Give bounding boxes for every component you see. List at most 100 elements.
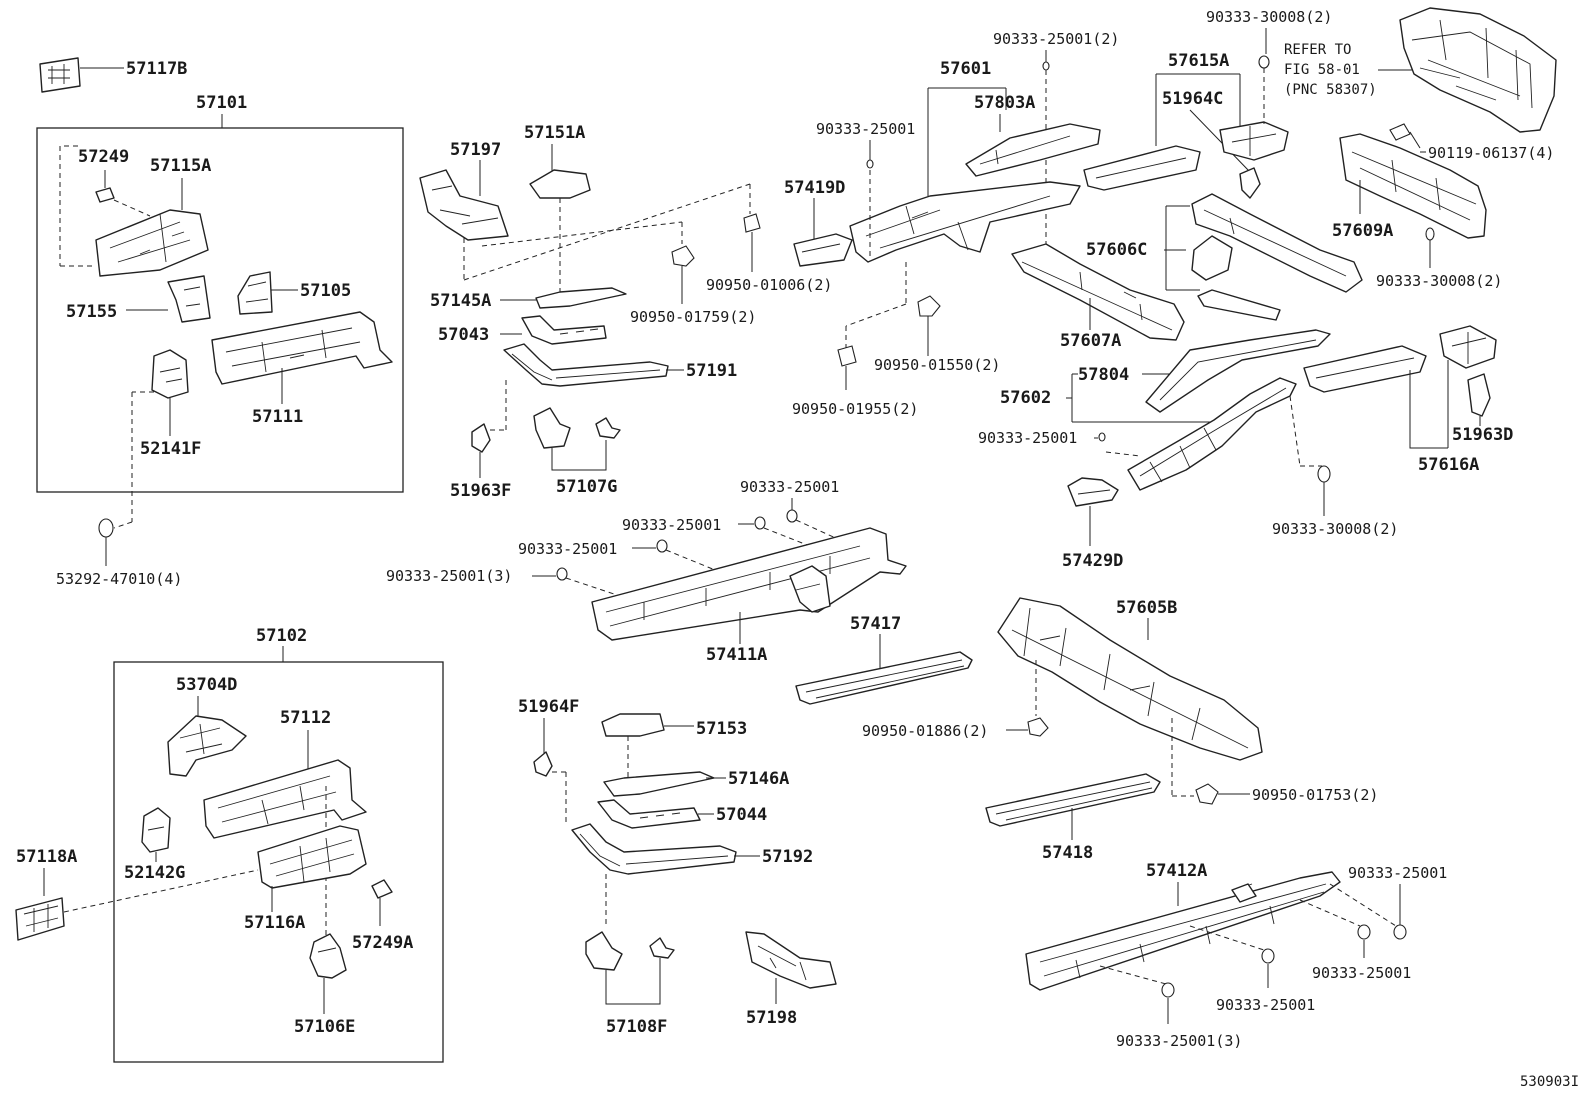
label-90333-25001-a: 90333-25001 xyxy=(816,120,915,138)
label-57116A: 57116A xyxy=(244,913,305,933)
label-57107G: 57107G xyxy=(556,477,617,497)
nut-53292-47010 xyxy=(98,518,114,566)
part-57044 xyxy=(597,799,701,829)
label-90333-30008-2-low: 90333-30008(2) xyxy=(1272,520,1398,538)
part-57249 xyxy=(95,187,115,203)
part-57412A xyxy=(1025,871,1341,991)
label-90333-25001-h: 90333-25001 xyxy=(1216,996,1315,1014)
part-57609A xyxy=(1339,133,1487,239)
label-90950-01759: 90950-01759(2) xyxy=(630,308,756,326)
part-52142G xyxy=(141,807,171,862)
part-57249A xyxy=(371,879,393,899)
part-57118A xyxy=(15,897,65,941)
label-57102: 57102 xyxy=(256,626,307,646)
label-57108F: 57108F xyxy=(606,1017,667,1037)
label-51963D: 51963D xyxy=(1452,425,1513,445)
part-57112 xyxy=(203,759,367,839)
label-90333-25001-3a: 90333-25001(3) xyxy=(386,567,512,585)
label-90950-01955: 90950-01955(2) xyxy=(792,400,918,418)
part-57602 xyxy=(1127,377,1297,491)
label-57146A: 57146A xyxy=(728,769,789,789)
label-90333-25001-f: 90333-25001 xyxy=(1348,864,1447,882)
label-57249: 57249 xyxy=(78,147,129,167)
part-57419D xyxy=(793,233,853,267)
part-57607A xyxy=(1011,243,1185,341)
label-57602: 57602 xyxy=(1000,388,1051,408)
label-57606C: 57606C xyxy=(1086,240,1147,260)
nut-90950-01753 xyxy=(1195,783,1250,805)
label-57153: 57153 xyxy=(696,719,747,739)
label-57191: 57191 xyxy=(686,361,737,381)
label-57155: 57155 xyxy=(66,302,117,322)
part-bracket-upper xyxy=(1219,121,1289,161)
label-90119-06137: 90119-06137(4) xyxy=(1428,144,1554,162)
part-57115A xyxy=(95,178,209,277)
part-reference-panel xyxy=(1399,7,1557,133)
label-57249A: 57249A xyxy=(352,933,413,953)
part-57146A xyxy=(603,771,715,797)
label-90333-25001-2-top: 90333-25001(2) xyxy=(993,30,1119,48)
label-51964C: 51964C xyxy=(1162,89,1223,109)
part-57605B xyxy=(997,597,1263,761)
label-57111: 57111 xyxy=(252,407,303,427)
part-57105 xyxy=(237,271,273,315)
label-57106E: 57106E xyxy=(294,1017,355,1037)
label-57412A: 57412A xyxy=(1146,861,1207,881)
label-57105: 57105 xyxy=(300,281,351,301)
part-57803A xyxy=(965,123,1101,177)
label-90333-30008-2-mid: 90333-30008(2) xyxy=(1376,272,1502,290)
part-57197 xyxy=(419,169,509,241)
label-57419D: 57419D xyxy=(784,178,845,198)
part-57155 xyxy=(167,275,211,323)
part-57151A xyxy=(529,169,591,199)
part-57107G xyxy=(533,407,621,471)
label-57145A: 57145A xyxy=(430,291,491,311)
part-53704D xyxy=(167,715,247,777)
label-57615A: 57615A xyxy=(1168,51,1229,71)
part-51964F xyxy=(533,751,553,777)
part-57616A xyxy=(1303,345,1427,393)
label-57429D: 57429D xyxy=(1062,551,1123,571)
label-53292-47010: 53292-47010(4) xyxy=(56,570,182,588)
refer-line-1: REFER TO xyxy=(1284,42,1351,58)
label-57112: 57112 xyxy=(280,708,331,728)
refer-line-2: FIG 58-01 xyxy=(1284,62,1360,78)
label-57101: 57101 xyxy=(196,93,247,113)
label-57044: 57044 xyxy=(716,805,767,825)
label-57803A: 57803A xyxy=(974,93,1035,113)
part-51963F xyxy=(471,423,491,453)
part-57418 xyxy=(985,773,1161,840)
label-57609A: 57609A xyxy=(1332,221,1393,241)
label-57117B: 57117B xyxy=(126,59,187,79)
part-57429D xyxy=(1067,477,1119,546)
part-51963D xyxy=(1467,373,1491,417)
part-57117B xyxy=(39,57,124,93)
part-57108F xyxy=(585,931,675,1005)
nut-90950-01955 xyxy=(837,345,857,390)
label-90950-01550: 90950-01550(2) xyxy=(874,356,1000,374)
label-51963F: 51963F xyxy=(450,481,511,501)
nut-90950-01006 xyxy=(743,213,761,272)
label-57601: 57601 xyxy=(940,59,991,79)
figure-number: 530903I xyxy=(1520,1074,1579,1090)
part-57145A xyxy=(535,287,627,309)
refer-line-3: (PNC 58307) xyxy=(1284,82,1377,98)
part-57153 xyxy=(601,713,665,737)
nut-90950-01886 xyxy=(1006,717,1049,737)
label-90333-25001-c: 90333-25001 xyxy=(740,478,839,496)
part-57804 xyxy=(1145,329,1331,413)
part-57111 xyxy=(211,311,393,404)
label-90333-25001-g: 90333-25001 xyxy=(1312,964,1411,982)
part-57417 xyxy=(795,651,973,705)
part-57601 xyxy=(849,181,1081,263)
label-90950-01886: 90950-01886(2) xyxy=(862,722,988,740)
part-57191 xyxy=(503,343,684,387)
label-52141F: 52141F xyxy=(140,439,201,459)
part-51964C xyxy=(1239,167,1261,199)
label-57418: 57418 xyxy=(1042,843,1093,863)
part-57192 xyxy=(571,823,760,875)
label-57192: 57192 xyxy=(762,847,813,867)
label-90333-25001-e: 90333-25001 xyxy=(518,540,617,558)
part-57106E xyxy=(309,933,347,1014)
label-90333-25001-3b: 90333-25001(3) xyxy=(1116,1032,1242,1050)
